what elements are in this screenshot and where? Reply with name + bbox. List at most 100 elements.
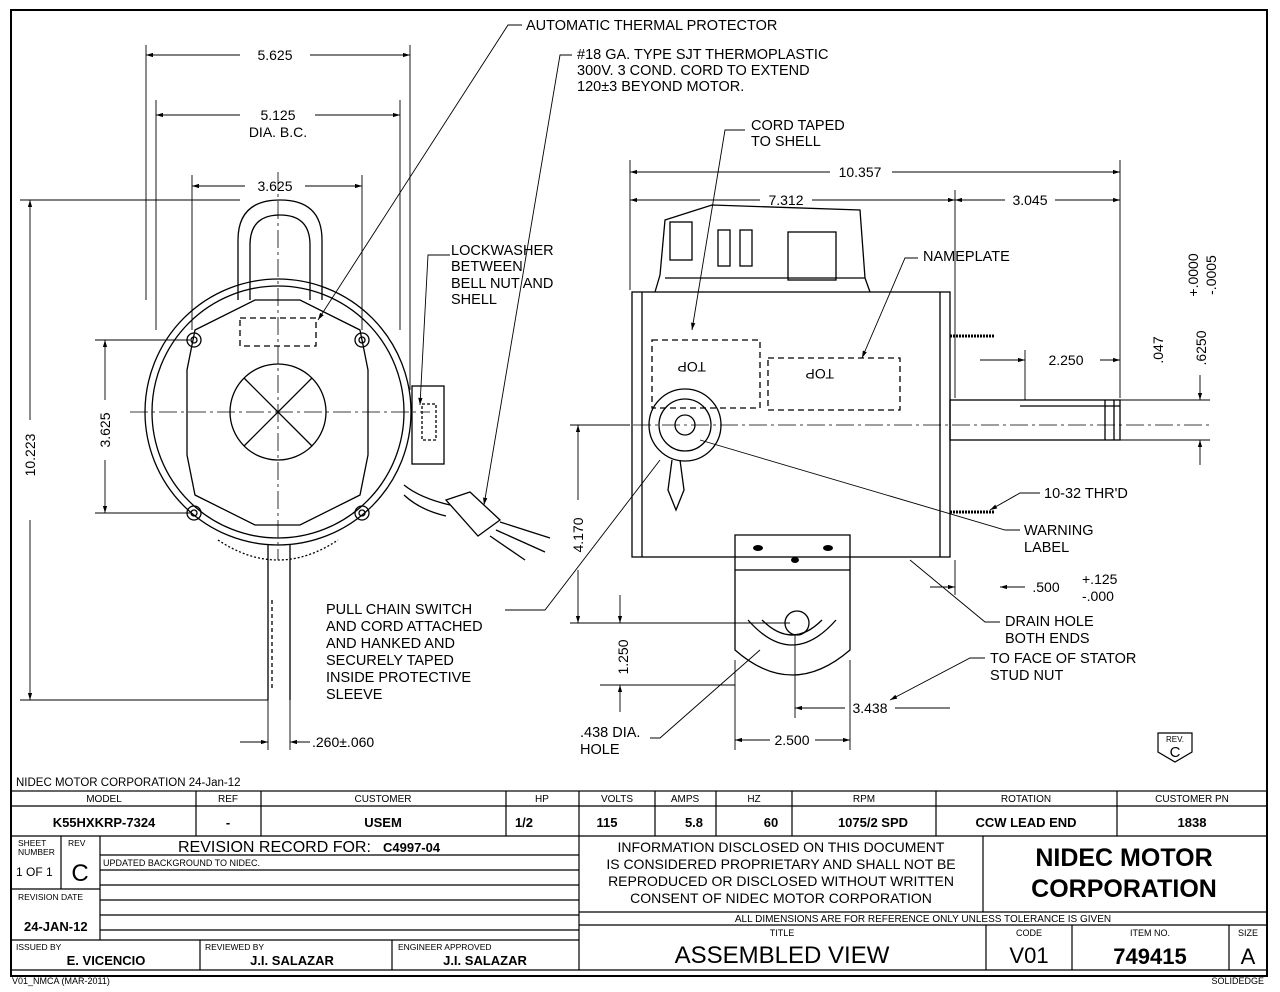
drawing-notes: AUTOMATIC THERMAL PROTECTOR #18 GA. TYPE… [326,18,1136,758]
revision-date: 24-JAN-12 [24,919,88,934]
note-pullchain-line4: SECURELY TAPED [326,653,454,669]
note-lockwasher-line2: BETWEEN [451,259,523,275]
company-date: NIDEC MOTOR CORPORATION 24-Jan-12 [16,777,241,789]
dim-3625-side: 3.625 [97,412,113,447]
val-rotation: CCW LEAD END [975,815,1076,830]
rev-badge: REV. C [1157,732,1193,763]
note-pullchain-line2: AND CORD ATTACHED [326,619,483,635]
note-pullchain-line3: AND HANKED AND [326,636,455,652]
val-customer-pn: 1838 [1178,815,1207,830]
note-pullchain-line5: INSIDE PROTECTIVE [326,670,471,686]
dim-3045: 3.045 [1012,192,1047,208]
note-cord-taped-line2: TO SHELL [751,134,821,150]
note-lockwasher-line3: BELL NUT AND [451,276,553,292]
rev-value: C [71,860,88,887]
top-mark-2: TOP [805,366,834,382]
note-thermal: AUTOMATIC THERMAL PROTECTOR [526,18,777,34]
proprietary-section: INFORMATION DISCLOSED ON THIS DOCUMENT I… [606,839,1258,969]
dim-1250: 1.250 [615,639,631,674]
hdr-rotation: ROTATION [1001,794,1051,805]
drawing-title: ASSEMBLED VIEW [675,942,890,969]
note-pullchain-line6: SLEEVE [326,687,383,703]
note-pullchain-line1: PULL CHAIN SWITCH [326,602,472,618]
note-hole-line2: HOLE [580,742,620,758]
note-warning-line1: WARNING [1024,523,1094,539]
dim-5625: 5.625 [257,47,292,63]
dim-260: .260±.060 [312,734,374,750]
reviewed-by-label: REVIEWED BY [205,942,264,952]
title-block-headers: MODEL REF CUSTOMER HP VOLTS AMPS HZ RPM … [86,794,1229,805]
side-view [575,204,1210,676]
dim-6250: .6250 [1193,330,1209,365]
dim-7312: 7.312 [768,192,803,208]
dim-10357: 10.357 [839,164,882,180]
code-value: V01 [1009,943,1048,968]
note-drain-line2: BOTH ENDS [1005,631,1090,647]
engineer-label: ENGINEER APPROVED [398,942,492,952]
title-block-values: K55HXKRP-7324 - USEM 1/2 115 5.8 60 1075… [53,815,1207,830]
footer-left: V01_NMCA (MAR-2011) [12,976,110,986]
dim-tol2-plus: +.125 [1082,571,1118,587]
note-cord-line3: 120±3 BEYOND MOTOR. [577,79,744,95]
val-hz: 60 [764,815,778,830]
rev-badge-value: C [1170,744,1181,761]
val-ref: - [226,815,230,830]
revision-note: UPDATED BACKGROUND TO NIDEC. [103,858,260,868]
note-stator-line1: TO FACE OF STATOR [990,651,1136,667]
reviewed-by: J.I. SALAZAR [250,953,334,968]
dim-2250: 2.250 [1048,352,1083,368]
issued-by-label: ISSUED BY [16,942,62,952]
company-line1: NIDEC MOTOR [1035,844,1212,872]
rev-badge-label: REV. [1166,735,1184,744]
val-volts: 115 [597,815,618,830]
proprietary-line2: IS CONSIDERED PROPRIETARY AND SHALL NOT … [606,856,955,872]
proprietary-line3: REPRODUCED OR DISCLOSED WITHOUT WRITTEN [608,873,954,889]
dim-2500: 2.500 [774,732,809,748]
hdr-rpm: RPM [853,794,875,805]
bracket-holes [753,545,833,563]
hdr-hz: HZ [747,794,760,805]
val-amps: 5.8 [685,815,703,830]
dimension-note: ALL DIMENSIONS ARE FOR REFERENCE ONLY UN… [735,914,1111,925]
note-lockwasher-line4: SHELL [451,292,497,308]
hdr-model: MODEL [86,794,122,805]
note-nameplate: NAMEPLATE [923,249,1010,265]
dim-tol-minus: -.0005 [1203,255,1219,295]
note-warning-line2: LABEL [1024,540,1069,556]
size-value: A [1241,944,1256,969]
proprietary-line1: INFORMATION DISCLOSED ON THIS DOCUMENT [618,839,945,855]
leader-lines [317,24,1040,739]
rev-label: REV [68,838,86,848]
item-label: ITEM NO. [1130,928,1170,938]
revision-record-label: REVISION RECORD FOR: [178,839,371,856]
dim-tol-plus: +.0000 [1185,253,1201,296]
note-thread: 10-32 THR'D [1044,486,1128,502]
sheet-label-line2: NUMBER [18,847,55,857]
side-view-dimensions [570,160,1210,750]
dim-500: .500 [1032,579,1059,595]
title-label: TITLE [770,928,795,938]
val-hp: 1/2 [515,815,533,830]
dim-tol2-minus: -.000 [1082,588,1114,604]
issued-by: E. VICENCIO [67,953,146,968]
engineer-approved: J.I. SALAZAR [443,953,527,968]
code-label: CODE [1016,928,1042,938]
dim-3438: 3.438 [852,700,887,716]
dim-3625-top: 3.625 [257,178,292,194]
hdr-volts: VOLTS [601,794,633,805]
dim-4170: 4.170 [570,517,586,552]
dim-047: .047 [1150,336,1166,363]
note-lockwasher-line1: LOCKWASHER [451,243,554,259]
item-value: 749415 [1113,944,1186,969]
footer-right: SOLIDEDGE [1211,976,1264,986]
revision-date-label: REVISION DATE [18,892,83,902]
size-label: SIZE [1238,928,1258,938]
revision-section: SHEET NUMBER 1 OF 1 REV C REVISION RECOR… [16,838,527,968]
sheet-value: 1 OF 1 [16,865,53,879]
end-view [130,172,551,700]
dim-dia-bc: DIA. B.C. [249,124,307,140]
val-customer: USEM [364,815,402,830]
revision-number: C4997-04 [383,840,441,855]
val-model: K55HXKRP-7324 [53,815,156,830]
